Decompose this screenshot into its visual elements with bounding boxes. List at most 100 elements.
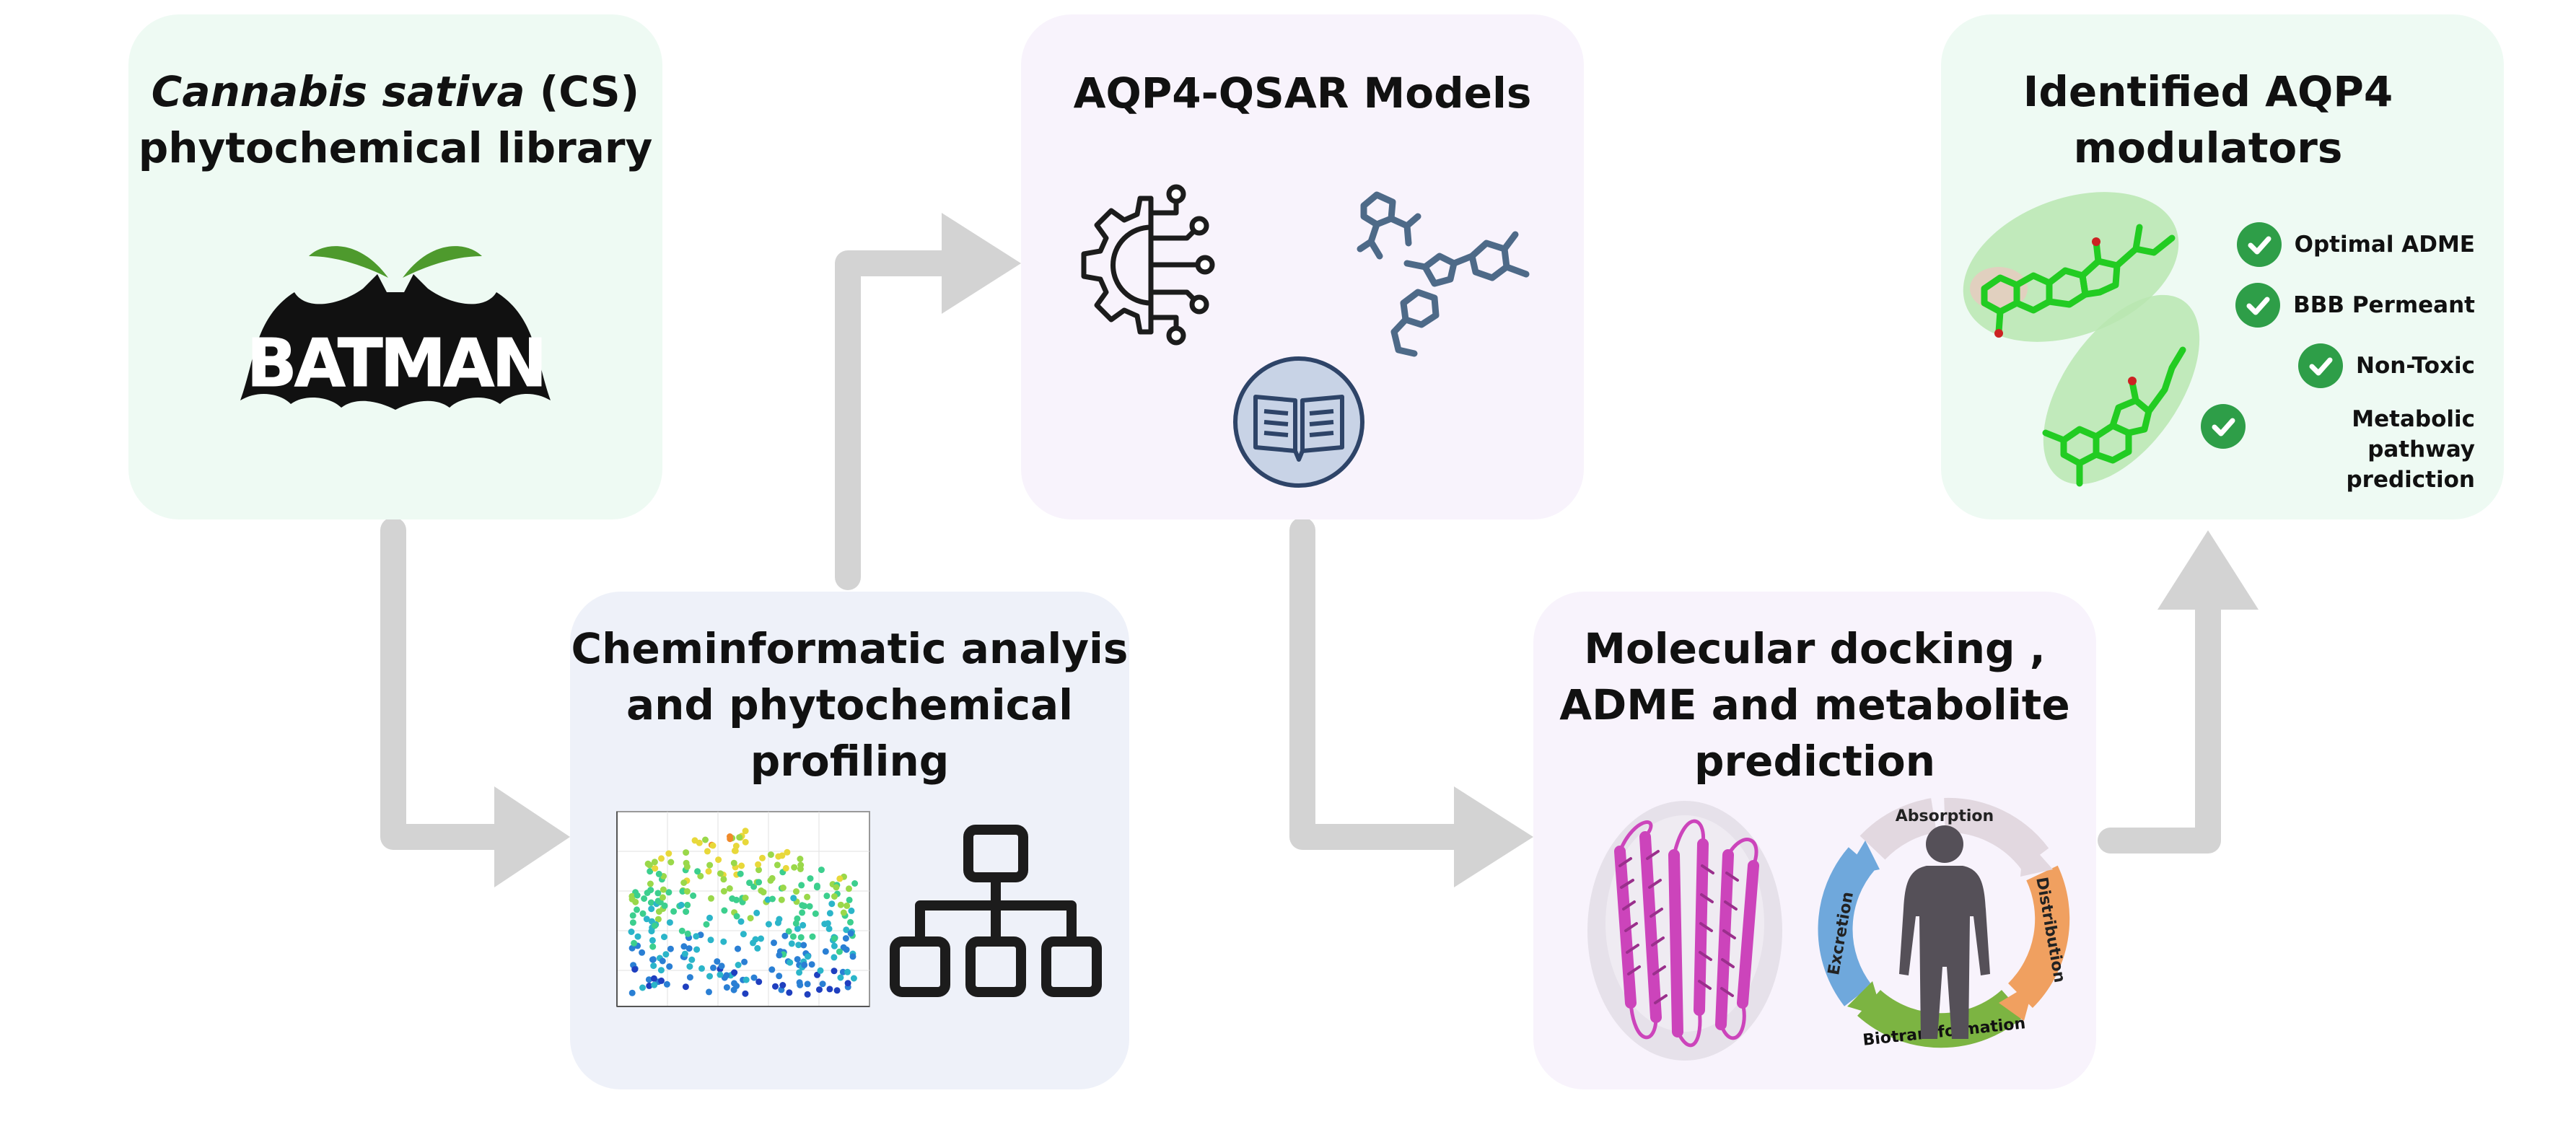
- scatter-point: [661, 902, 668, 909]
- scatter-point: [693, 946, 701, 953]
- scatter-point: [787, 959, 794, 966]
- scatter-point: [727, 833, 733, 840]
- scatter-point: [828, 900, 836, 908]
- check-label-optimal-adme: Optimal ADME: [2294, 232, 2475, 258]
- scatter-point: [755, 861, 762, 868]
- scatter-point: [662, 951, 670, 958]
- docking-title-line-2: ADME and metabolite: [1559, 680, 2070, 729]
- scatter-point: [680, 943, 688, 950]
- scatter-point: [836, 948, 843, 955]
- scatter-point: [639, 949, 646, 956]
- scatter-point: [732, 847, 739, 854]
- library-title-italic: Cannabis sativa: [151, 67, 525, 116]
- library-title-rest: (CS): [525, 67, 640, 116]
- scatter-point: [755, 879, 763, 886]
- scatter-point: [682, 983, 689, 991]
- modulator-molecules: [1963, 192, 2200, 487]
- scatter-point: [848, 907, 855, 914]
- scatter-point: [789, 933, 797, 940]
- scatter-point: [683, 849, 690, 856]
- docking-title-line-1: Molecular docking ,: [1584, 624, 2046, 673]
- scatter-point: [631, 939, 638, 947]
- scatter-point: [837, 974, 844, 981]
- scatter-point: [755, 978, 763, 986]
- scatter-point: [779, 982, 787, 988]
- scatter-point: [797, 934, 805, 941]
- scatter-point: [666, 963, 673, 970]
- arrowhead-chem: [494, 786, 570, 887]
- scatter-point: [723, 984, 730, 991]
- scatter-point: [646, 982, 653, 989]
- scatter-point: [686, 974, 693, 981]
- scatter-point: [655, 870, 662, 877]
- scatter-point: [629, 919, 636, 926]
- scatter-point: [790, 895, 797, 902]
- scatter-point: [804, 893, 811, 900]
- adme-cycle-diagram: Absorption Distribution Biotransformatio…: [1818, 797, 2070, 1050]
- scatter-point: [660, 886, 667, 893]
- scatter-point: [758, 887, 765, 894]
- scatter-point: [750, 974, 758, 981]
- scatter-point: [768, 874, 776, 882]
- check-icon: [2298, 343, 2344, 388]
- scatter-point: [800, 942, 807, 949]
- arrowhead-qsar: [942, 213, 1021, 314]
- arrow-chem-to-qsar: [835, 250, 958, 590]
- scatter-point: [844, 902, 851, 909]
- scatter-point: [726, 885, 733, 892]
- scatter-point: [660, 894, 666, 901]
- scatter-point: [632, 898, 639, 905]
- scatter-point: [654, 898, 662, 905]
- scatter-point: [658, 855, 665, 862]
- scatter-point: [634, 892, 641, 899]
- scatter-point: [799, 902, 806, 909]
- scatter-point: [846, 896, 853, 903]
- scatter-point: [767, 851, 774, 859]
- scatter-point: [844, 968, 851, 975]
- check-optimal-adme: Optimal ADME: [2236, 222, 2475, 267]
- arrow-docking-to-modulators: [2098, 593, 2221, 854]
- scatter-point: [781, 932, 789, 939]
- scatter-point: [684, 901, 691, 908]
- scatter-point: [754, 944, 761, 952]
- scatter-point: [634, 906, 640, 913]
- scatter-point: [759, 854, 766, 861]
- scatter-point: [806, 903, 813, 910]
- scatter-point: [843, 926, 850, 934]
- scatter-point: [652, 865, 659, 872]
- scatter-point: [720, 876, 727, 883]
- scatter-point: [851, 880, 859, 887]
- card-cheminformatic-analysis: Cheminformatic analyis and phytochemical…: [570, 592, 1129, 1089]
- card-identified-modulators: Identified AQP4 modulators Optimal ADME: [1941, 14, 2504, 519]
- scatter-point: [737, 870, 744, 877]
- scatter-point: [807, 875, 814, 882]
- scatter-point: [694, 868, 701, 875]
- scatter-point: [840, 944, 847, 951]
- scatter-point: [693, 933, 700, 940]
- scatter-point: [799, 909, 806, 916]
- scatter-point: [678, 901, 685, 908]
- scatter-point: [824, 920, 831, 927]
- scatter-point: [717, 971, 724, 978]
- scatter-point: [650, 962, 657, 970]
- scatter-point: [643, 916, 650, 923]
- check-non-toxic: Non-Toxic: [2298, 343, 2475, 388]
- scatter-point: [742, 828, 749, 835]
- scatter-point: [731, 969, 738, 976]
- scatter-point: [794, 956, 801, 963]
- card-qsar-models: AQP4-QSAR Models: [1021, 14, 1584, 519]
- library-title-line2: phytochemical library: [138, 123, 653, 172]
- scatter-point: [735, 945, 741, 952]
- scatter-point: [831, 935, 838, 942]
- scatter-point: [817, 967, 824, 974]
- scatter-point: [667, 859, 675, 866]
- scatter-point: [649, 956, 657, 963]
- scatter-point: [707, 936, 714, 944]
- scatter-point: [731, 980, 737, 987]
- scatter-point: [753, 909, 761, 916]
- scatter-point: [799, 921, 807, 929]
- scatter-point: [658, 977, 665, 984]
- modulators-title-line-1: Identified AQP4: [2023, 67, 2393, 116]
- scatter-point: [723, 972, 730, 979]
- scatter-point: [634, 933, 641, 940]
